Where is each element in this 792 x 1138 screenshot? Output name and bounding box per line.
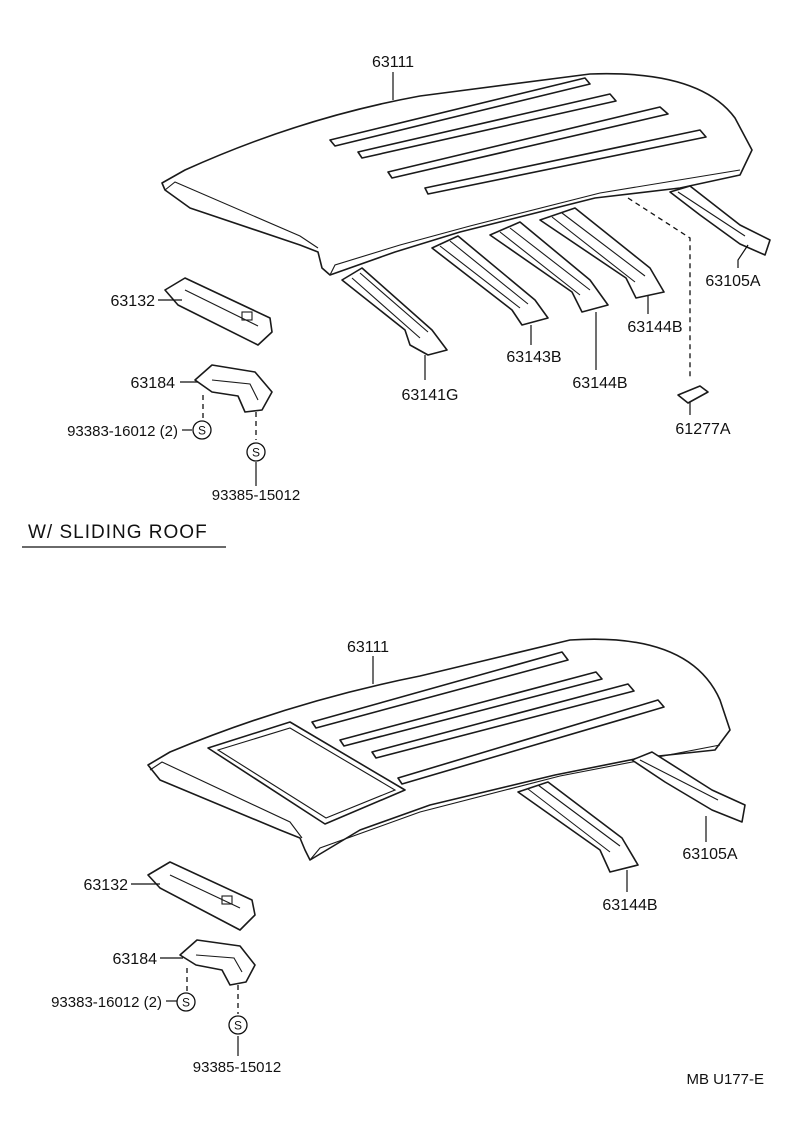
svg-text:S: S [198, 424, 206, 438]
top-label-front-header: 63132 [111, 293, 156, 310]
svg-text:S: S [234, 1019, 242, 1033]
bottom-roof-panel [147, 638, 731, 861]
bottom-screw-a-symbol: S [176, 992, 196, 1012]
top-label-cover: 61277A [675, 421, 730, 438]
section-title: W/ SLIDING ROOF [22, 522, 226, 548]
top-label-rear-rail: 63105A [705, 273, 760, 290]
top-front-header [164, 277, 273, 346]
top-rear-rail-63105a [669, 185, 771, 256]
bottom-label-rear-rail: 63105A [682, 846, 737, 863]
top-roof-panel [161, 72, 753, 276]
bottom-front-header [147, 861, 256, 931]
top-label-screw-a: 93383-16012 (2) [67, 423, 178, 440]
bottom-roof-bow-63144b [517, 781, 639, 873]
bottom-label-front-header: 63132 [84, 877, 129, 894]
svg-text:S: S [252, 446, 260, 460]
top-roof-bow-63144b-a [489, 221, 609, 313]
svg-text:W/ SLIDING ROOF: W/ SLIDING ROOF [28, 522, 208, 543]
bottom-assembly: S S 63111 63132 63184 93383-16012 (2) 93… [51, 638, 746, 1076]
bottom-label-screw-a: 93383-16012 (2) [51, 994, 162, 1011]
cover-dashed-line [627, 197, 691, 380]
bottom-bracket [179, 939, 256, 986]
top-bracket [194, 364, 273, 413]
top-label-bracket: 63184 [131, 375, 176, 392]
top-screw-b-symbol: S [246, 442, 266, 462]
bottom-label-bracket: 63184 [113, 951, 158, 968]
bottom-rear-rail-63105a [631, 751, 746, 823]
top-roof-bow-63141g [341, 267, 448, 356]
svg-text:S: S [182, 996, 190, 1010]
bottom-label-roof-panel: 63111 [347, 639, 389, 656]
top-label-bow-front: 63141G [402, 387, 459, 404]
bottom-label-bow: 63144B [602, 897, 657, 914]
top-label-bow-center: 63143B [506, 349, 561, 366]
bottom-screw-b-symbol: S [228, 1015, 248, 1035]
bottom-label-screw-b: 93385-15012 [193, 1059, 281, 1076]
top-assembly: S S 63111 63132 63184 93383-16012 (2) 93… [67, 54, 771, 504]
footer-code: MB U177-E [686, 1071, 764, 1088]
top-cover [677, 385, 709, 404]
top-label-roof-panel: 63111 [372, 54, 414, 71]
top-roof-bow-63143b [431, 235, 549, 326]
top-label-bow-a: 63144B [572, 375, 627, 392]
top-roof-bow-63144b-b [539, 207, 665, 299]
top-screw-a-symbol: S [192, 420, 212, 440]
top-label-screw-b: 93385-15012 [212, 487, 300, 504]
top-label-bow-b: 63144B [627, 319, 682, 336]
